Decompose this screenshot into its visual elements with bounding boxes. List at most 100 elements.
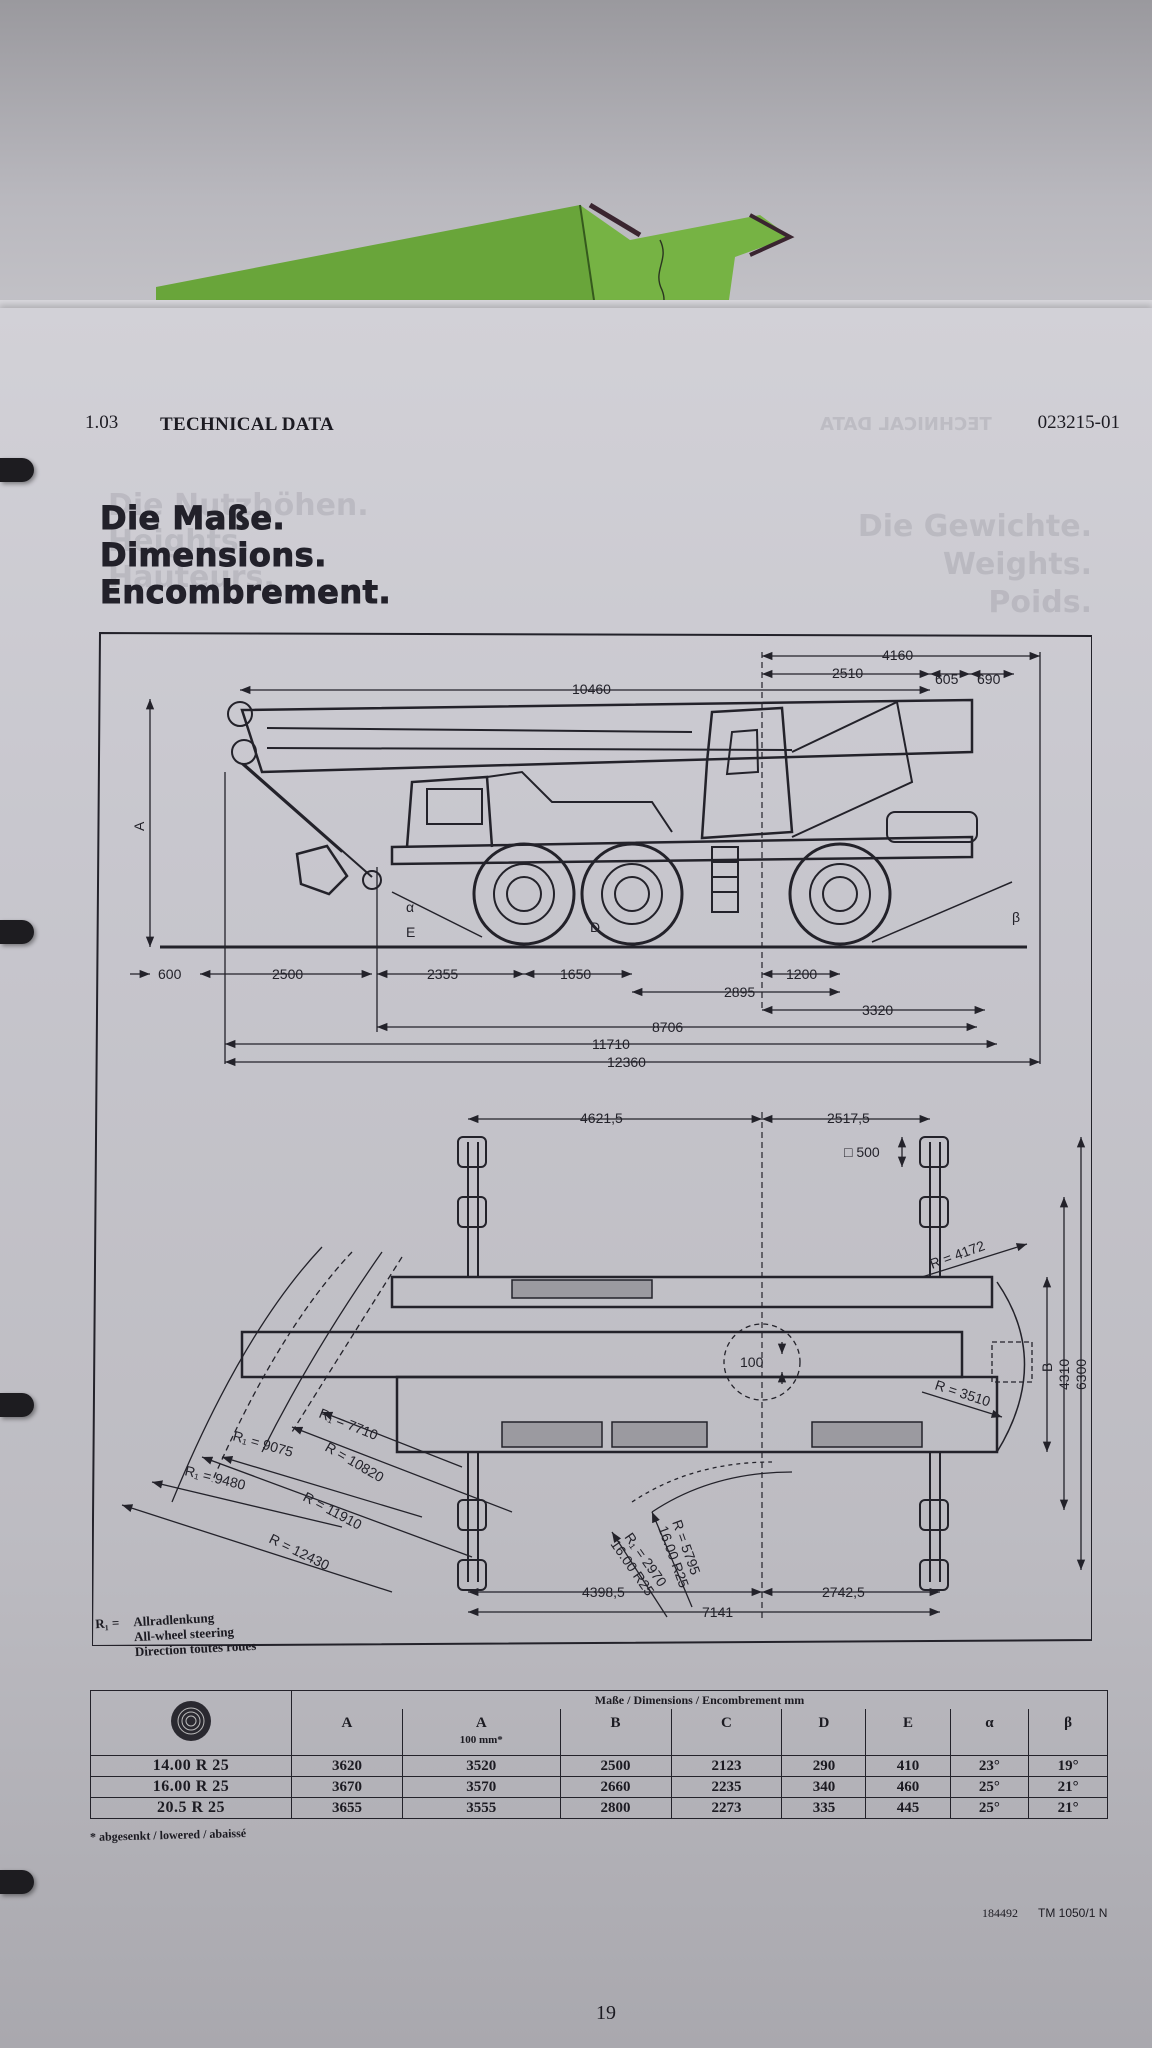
dim-4310: 4310 [1056, 1359, 1072, 1390]
top-dimension-labels: 4621,5 2517,5 □ 500 4398,5 2742,5 7141 1… [183, 1110, 1089, 1620]
dim-2742-5: 2742,5 [822, 1584, 865, 1600]
dim-6300: 6300 [1073, 1359, 1089, 1390]
dim-2500: 2500 [272, 966, 303, 982]
col-header-B: B [559, 1709, 672, 1756]
dim-10460: 10460 [572, 681, 611, 697]
dim-11710: 11710 [592, 1036, 630, 1052]
col-header-E: E [865, 1709, 951, 1756]
dim-1200: 1200 [786, 966, 817, 982]
page-number: 19 [596, 2002, 616, 2024]
dim-2510: 2510 [832, 665, 863, 681]
tyre-size: 20.5 R 25 [90, 1797, 292, 1819]
wheel [788, 842, 892, 946]
outrigger-front-bottom [457, 1452, 487, 1591]
carrier-deck [240, 1330, 964, 1379]
wheel [472, 842, 576, 946]
label-D: D [590, 919, 600, 935]
radius-9480: R₁ = 9480 [183, 1462, 247, 1493]
cell: 2273 [670, 1797, 783, 1819]
col-header-D: D [781, 1709, 867, 1756]
cell: 21° [1028, 1797, 1108, 1819]
binder-hole [0, 1870, 34, 1894]
binder-hole [0, 1393, 34, 1417]
wheel [580, 842, 684, 946]
dim-1650: 1650 [560, 966, 591, 982]
col-header-A: A [291, 1709, 403, 1756]
document-code: 023215-01 [1037, 412, 1120, 433]
radius-7710: R₁ = 7710 [317, 1405, 381, 1443]
dim-7141: 7141 [702, 1604, 733, 1620]
section-number: 1.03 [85, 412, 119, 433]
boom-head-sheave [227, 701, 253, 727]
side-view [130, 651, 1041, 1067]
binder-hole [0, 458, 34, 482]
tyre-size: 14.00 R 25 [90, 1755, 292, 1777]
counterweight [886, 811, 978, 843]
cell: 3620 [291, 1755, 403, 1777]
bleed-through-header: TECHNICAL DATA [820, 414, 992, 435]
cell: 3655 [291, 1797, 403, 1819]
label-beta: β [1012, 909, 1020, 925]
col-header-C: C [670, 1709, 783, 1756]
cell: 3670 [291, 1776, 403, 1798]
outrigger-rear-top [919, 1136, 949, 1277]
tm-code: TM 1050/1 N [1038, 1906, 1108, 1920]
hook-block [295, 844, 349, 896]
cell: 3555 [401, 1797, 561, 1819]
dim-690: 690 [977, 671, 1001, 687]
tyre-header [90, 1690, 292, 1756]
cell: 290 [781, 1755, 867, 1777]
dim-2355: 2355 [427, 966, 458, 982]
page-heading: Die Maße. Dimensions. Encombrement. [99, 499, 391, 611]
cell: 2660 [559, 1776, 672, 1798]
dim-4398-5: 4398,5 [582, 1584, 625, 1600]
bleed-through-right: Die Gewichte. Weights. Poids. [857, 509, 1092, 620]
cell: 2500 [559, 1755, 672, 1777]
col-header-beta: β [1028, 1709, 1108, 1756]
cell: 410 [865, 1755, 951, 1777]
dim-4160: 4160 [882, 647, 913, 663]
radius-12430: R = 12430 [267, 1530, 333, 1573]
dimension-drawing: 4160 2510 605 690 10460 600 2500 2355 16… [92, 632, 1092, 1646]
table-row: 16.00 R 25 3670 3570 2660 2235 340 460 2… [90, 1776, 1108, 1798]
cell: 340 [781, 1776, 867, 1798]
crane-cab [700, 706, 794, 840]
dim-2895: 2895 [724, 984, 755, 1000]
boom [240, 698, 974, 774]
dim-pad-500: □ 500 [844, 1144, 880, 1160]
section-title: TECHNICAL DATA [160, 414, 334, 435]
cell: 3520 [401, 1755, 561, 1777]
table-row: 20.5 R 25 3655 3555 2800 2273 335 445 25… [90, 1797, 1108, 1819]
chassis [390, 835, 974, 866]
cell: 2800 [559, 1797, 672, 1819]
radius-11910: R = 11910 [301, 1489, 365, 1533]
heading-german: Die Maße. [99, 499, 286, 537]
cell: 335 [781, 1797, 867, 1819]
binder-hole [0, 920, 34, 944]
side-dimension-lines [130, 651, 1041, 1067]
dim-100: 100 [740, 1354, 764, 1370]
heading-english: Dimensions. [99, 536, 327, 574]
cell: 2123 [670, 1755, 783, 1777]
cell: 445 [865, 1797, 951, 1819]
radius-10820: R = 10820 [323, 1439, 387, 1485]
col-header-alpha: α [949, 1709, 1030, 1756]
dim-600: 600 [158, 966, 182, 982]
outrigger-rear-bottom [919, 1452, 949, 1591]
boom-top [390, 1275, 994, 1309]
dim-2517-5: 2517,5 [827, 1110, 870, 1126]
table-row: 14.00 R 25 3620 3520 2500 2123 290 410 2… [90, 1755, 1108, 1777]
top-dimension-lines [468, 1114, 1086, 1617]
outrigger-front-top [457, 1136, 487, 1277]
cell: 19° [1028, 1755, 1108, 1777]
cell: 25° [949, 1776, 1030, 1798]
dim-B: B [1039, 1363, 1055, 1372]
dim-3320: 3320 [862, 1002, 893, 1018]
top-view [121, 1112, 1086, 1622]
sticky-note-tab [156, 202, 795, 325]
tyre-size: 16.00 R 25 [90, 1776, 292, 1798]
table-title: Maße / Dimensions / Encombrement mm [291, 1690, 1108, 1709]
legend-symbol: R₁ = [94, 1614, 120, 1632]
